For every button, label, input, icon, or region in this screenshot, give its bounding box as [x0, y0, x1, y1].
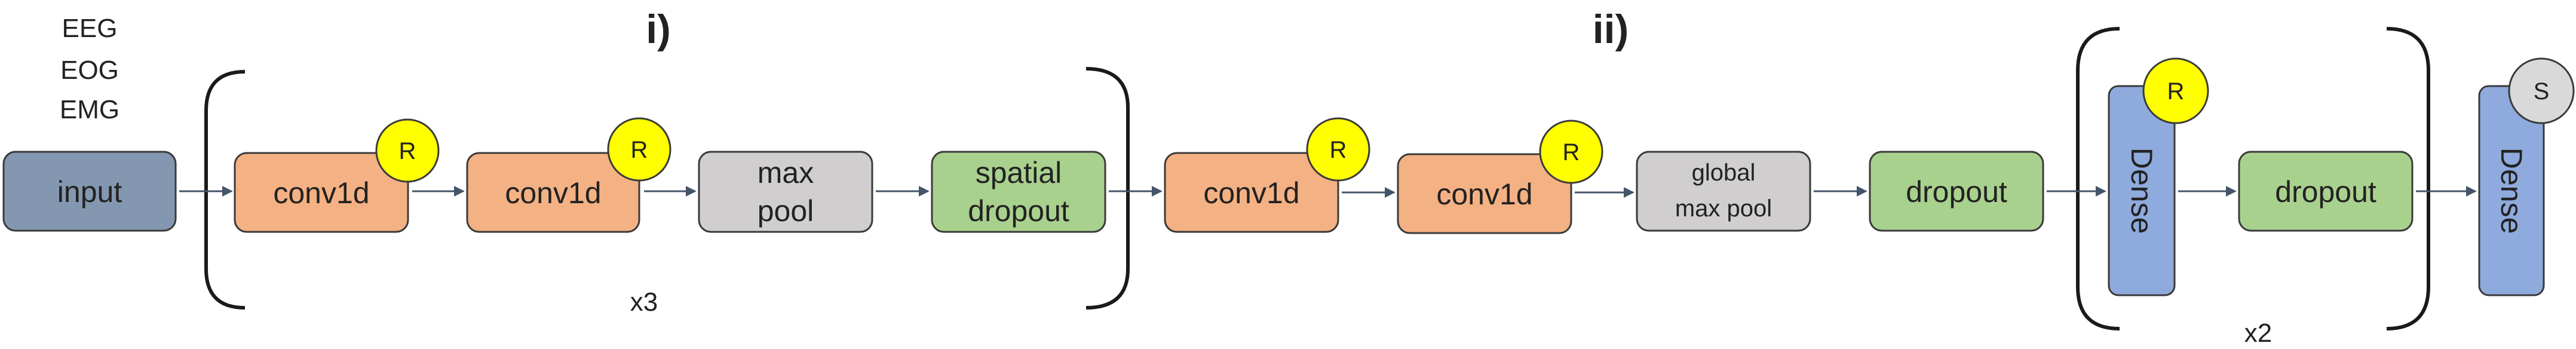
input-box-label: input	[57, 175, 122, 209]
relu-badge-label: R	[1563, 139, 1580, 166]
conv1d-box	[234, 152, 409, 233]
flow-arrows	[179, 186, 2477, 198]
softmax-badge	[2508, 57, 2575, 124]
relu-badge	[1306, 117, 1370, 182]
section-label-ii: ii)	[1593, 7, 1629, 52]
output-dense-block: Dense S	[2478, 57, 2575, 296]
spatial-dropout-box	[931, 151, 1106, 233]
input-box	[2, 151, 177, 232]
section-ii-conv1d-block-2: conv1d R	[1397, 120, 1603, 234]
dense-group-dropout-block: dropout	[2238, 151, 2414, 232]
relu-badge-label: R	[399, 138, 416, 164]
section-i-conv1d-block-1: conv1d R	[234, 118, 440, 233]
section-label-i: i)	[646, 7, 671, 52]
bracket-left-section-i	[204, 70, 246, 310]
dense-box-label: Dense	[2125, 148, 2158, 234]
section-ii-global-maxpool-block: global max pool	[1636, 151, 1811, 232]
global-maxpool-box	[1636, 151, 1811, 232]
relu-badge-label: R	[1330, 137, 1347, 163]
dropout-box-label: dropout	[2275, 175, 2376, 209]
relu-badge-label: R	[631, 137, 648, 163]
conv1d-box-label: conv1d	[1203, 176, 1299, 210]
section-ii-conv1d-block-1: conv1d R	[1164, 117, 1370, 233]
dropout-box	[2238, 151, 2414, 232]
relu-badge-label: R	[2167, 78, 2185, 105]
maxpool-box-label-line-2: pool	[758, 194, 814, 228]
dropout-box	[1869, 151, 2044, 232]
global-maxpool-box-label-line-1: global	[1692, 160, 1756, 186]
relu-badge	[2142, 57, 2209, 124]
signal-label-emg: EMG	[60, 95, 119, 124]
conv1d-box-label: conv1d	[505, 176, 601, 210]
conv1d-box	[466, 152, 640, 233]
conv1d-box-label: conv1d	[1436, 177, 1532, 211]
softmax-badge-label: S	[2534, 78, 2550, 105]
section-i-spatial-dropout-block: spatial dropout	[931, 151, 1106, 233]
dense-box	[2108, 85, 2176, 296]
signal-label-eeg: EEG	[62, 14, 118, 43]
bracket-left-dense-group	[2076, 27, 2120, 330]
dropout-box-label: dropout	[1906, 175, 2007, 209]
section-ii-dropout-block: dropout	[1869, 151, 2044, 232]
section-i-maxpool-block: max pool	[698, 151, 873, 233]
section-i-conv1d-block-2: conv1d R	[466, 117, 671, 233]
spatial-dropout-box-label-line-1: spatial	[976, 156, 1062, 189]
signal-label-eog: EOG	[60, 56, 119, 85]
dense-group-dense-block: Dense R	[2108, 57, 2209, 296]
relu-badge	[375, 118, 440, 183]
bracket-right-dense-group	[2386, 27, 2430, 330]
output-dense-box-label: Dense	[2495, 148, 2528, 234]
global-maxpool-box-label-line-2: max pool	[1675, 195, 1772, 222]
conv1d-box-label: conv1d	[273, 176, 369, 210]
conv1d-box	[1164, 152, 1339, 233]
repeat-label-section-i: x3	[630, 287, 658, 317]
relu-badge	[607, 117, 671, 182]
maxpool-box	[698, 151, 873, 233]
maxpool-box-label-line-1: max	[758, 156, 814, 189]
repeat-label-dense-group: x2	[2244, 319, 2272, 346]
bracket-right-section-i	[1085, 67, 1130, 310]
spatial-dropout-box-label-line-2: dropout	[968, 194, 1069, 228]
conv1d-box	[1397, 153, 1572, 234]
relu-badge	[1539, 120, 1603, 184]
